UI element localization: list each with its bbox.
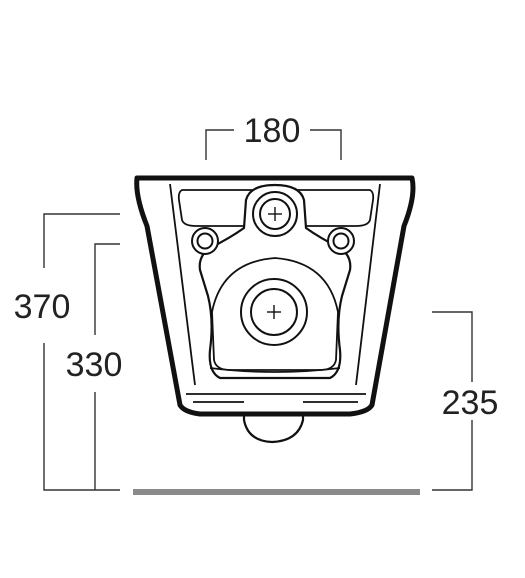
dimension-width-left-bracket xyxy=(205,129,234,160)
dimension-height-total-upper xyxy=(43,213,120,268)
dimension-height-outlet-lower xyxy=(432,420,473,491)
toilet-outer-edge xyxy=(134,175,416,417)
dimension-height-total: 370 xyxy=(14,213,120,491)
bolt-hole-right xyxy=(327,227,355,255)
dimension-height-inner-label: 330 xyxy=(66,346,123,384)
toilet-inner-wall-left xyxy=(169,183,196,386)
dimension-height-outlet: 235 xyxy=(432,311,499,491)
water-inlet xyxy=(252,191,298,237)
dimension-height-total-label: 370 xyxy=(14,288,71,326)
dimension-height-inner: 330 xyxy=(66,243,123,490)
dimension-height-outlet-label: 235 xyxy=(442,384,499,422)
bolt-hole-left-inner xyxy=(196,232,214,250)
toilet-inner-wall-right xyxy=(355,183,381,386)
toilet-top-recess xyxy=(177,189,375,227)
dimension-width-right-bracket xyxy=(310,129,342,160)
dimension-height-inner-upper xyxy=(94,243,120,335)
toilet-bowl-lip xyxy=(209,367,341,373)
dimension-height-outlet-upper xyxy=(432,311,473,382)
waste-outlet xyxy=(240,278,308,346)
bolt-hole-right-inner xyxy=(332,232,350,250)
dimension-width-label: 180 xyxy=(244,112,301,150)
bolt-hole-left xyxy=(191,227,219,255)
dimension-width-top: 180 xyxy=(205,112,342,160)
